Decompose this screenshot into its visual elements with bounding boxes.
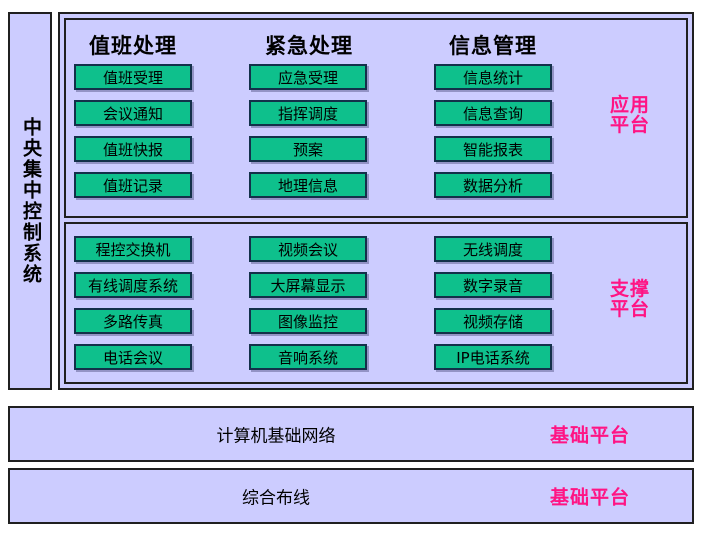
support-platform-label-line2: 平台	[609, 297, 650, 320]
bar-computer-base-network: 计算机基础网络 基础平台	[8, 406, 694, 462]
sidebar-central-control-system: 中央集中控制系统	[8, 12, 52, 390]
app-button-information-statistics[interactable]: 信息统计	[434, 64, 552, 90]
bar-cabling-platform-label: 基础平台	[549, 486, 630, 509]
app-button-data-analysis[interactable]: 数据分析	[434, 172, 552, 198]
application-platform-label-line1: 应用	[609, 94, 650, 116]
application-platform-label: 应用 平台	[582, 94, 678, 136]
support-platform-label-line1: 支撑	[609, 278, 650, 300]
sup-button-video-storage[interactable]: 视频存储	[434, 308, 552, 334]
bar-integrated-cabling: 综合布线 基础平台	[8, 468, 694, 524]
sup-button-image-monitoring[interactable]: 图像监控	[249, 308, 367, 334]
column-header-emergency-handling: 紧急处理	[265, 34, 353, 58]
bar-cabling-title: 综合布线	[242, 488, 310, 509]
support-platform-panel: 程控交换机 有线调度系统 多路传真 电话会议 视频会议 大屏幕显示 图像监控 音…	[64, 222, 688, 384]
sup-button-wireless-dispatch[interactable]: 无线调度	[434, 236, 552, 262]
app-button-command-dispatch[interactable]: 指挥调度	[249, 100, 367, 126]
application-platform-panel: 值班处理 紧急处理 信息管理 值班受理 会议通知 值班快报 值班记录 应急受理 …	[64, 18, 688, 218]
sup-button-telephone-conference[interactable]: 电话会议	[74, 344, 192, 370]
app-button-contingency-plan[interactable]: 预案	[249, 136, 367, 162]
sup-button-wired-dispatch-system[interactable]: 有线调度系统	[74, 272, 192, 298]
sup-button-video-conference[interactable]: 视频会议	[249, 236, 367, 262]
column-header-duty-handling: 值班处理	[89, 34, 177, 58]
bar-network-title: 计算机基础网络	[216, 426, 336, 447]
sup-button-large-screen-display[interactable]: 大屏幕显示	[249, 272, 367, 298]
app-button-emergency-acceptance[interactable]: 应急受理	[249, 64, 367, 90]
application-platform-label-line2: 平台	[609, 113, 650, 136]
sup-button-program-controlled-switch[interactable]: 程控交换机	[74, 236, 192, 262]
main-platform-container: 值班处理 紧急处理 信息管理 值班受理 会议通知 值班快报 值班记录 应急受理 …	[58, 12, 694, 390]
bar-network-platform-label: 基础平台	[549, 424, 630, 447]
app-button-meeting-notice[interactable]: 会议通知	[74, 100, 192, 126]
bar-network-inner: 计算机基础网络 基础平台	[10, 408, 692, 460]
sup-button-multichannel-fax[interactable]: 多路传真	[74, 308, 192, 334]
bar-cabling-inner: 综合布线 基础平台	[10, 470, 692, 522]
app-button-duty-bulletin[interactable]: 值班快报	[74, 136, 192, 162]
sup-button-digital-recording[interactable]: 数字录音	[434, 272, 552, 298]
sup-button-ip-telephony-system[interactable]: IP电话系统	[434, 344, 552, 370]
support-platform-label: 支撑 平台	[582, 278, 678, 320]
sidebar-label: 中央集中控制系统	[19, 117, 42, 285]
app-button-intelligent-report[interactable]: 智能报表	[434, 136, 552, 162]
app-button-geographic-information[interactable]: 地理信息	[249, 172, 367, 198]
app-button-information-query[interactable]: 信息查询	[434, 100, 552, 126]
sup-button-audio-system[interactable]: 音响系统	[249, 344, 367, 370]
app-button-duty-record[interactable]: 值班记录	[74, 172, 192, 198]
column-header-information-management: 信息管理	[449, 34, 537, 58]
app-button-duty-acceptance[interactable]: 值班受理	[74, 64, 192, 90]
